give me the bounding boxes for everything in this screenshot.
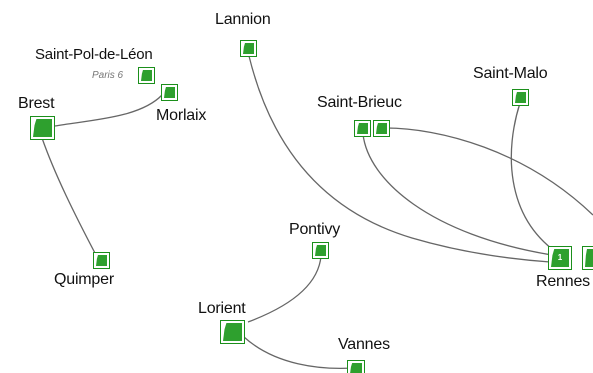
route-lorient-vannes — [243, 336, 355, 369]
place-label-rennes: Rennes — [536, 273, 590, 290]
place-marker-pontivy[interactable] — [312, 242, 329, 259]
marker-icon — [223, 323, 242, 341]
route-saint-malo-rennes — [510, 102, 557, 253]
place-label-vannes: Vannes — [338, 336, 390, 353]
marker-icon — [164, 87, 175, 98]
place-marker-rennes-1[interactable]: 1 — [548, 246, 572, 270]
place-label-morlaix: Morlaix — [156, 107, 207, 124]
marker-icon — [585, 249, 593, 267]
marker-icon — [243, 43, 254, 54]
place-marker-saint-brieuc-2[interactable] — [373, 120, 390, 137]
place-label-saint-brieuc: Saint-Brieuc — [317, 94, 402, 111]
place-label-quimper: Quimper — [54, 271, 114, 288]
place-label-lorient: Lorient — [198, 300, 246, 317]
place-marker-lannion[interactable] — [240, 40, 257, 57]
route-brest-quimper — [41, 137, 97, 256]
marker-icon — [141, 70, 152, 81]
place-label-brest: Brest — [18, 95, 55, 112]
route-lannion-rennes — [248, 55, 551, 263]
place-marker-vannes[interactable] — [347, 360, 365, 373]
route-saint-brieuc-rennes-a — [362, 133, 553, 256]
place-label-pontivy: Pontivy — [289, 221, 341, 238]
place-marker-morlaix[interactable] — [161, 84, 178, 101]
place-marker-lorient[interactable] — [220, 320, 245, 344]
place-marker-rennes-2[interactable] — [582, 246, 593, 270]
cluster-count-badge: 1 — [557, 253, 563, 262]
marker-icon — [551, 249, 569, 267]
place-marker-quimper[interactable] — [93, 252, 110, 269]
route-saint-brieuc-rennes-b — [384, 127, 593, 216]
place-note-saint-pol-de-leon: Paris 6 — [92, 70, 124, 81]
route-brest-morlaix — [54, 94, 163, 127]
marker-icon — [96, 255, 107, 266]
place-label-lannion: Lannion — [215, 11, 271, 28]
marker-icon — [515, 92, 526, 103]
marker-icon — [357, 123, 368, 134]
route-pontivy-lorient — [247, 255, 322, 323]
place-marker-saint-malo[interactable] — [512, 89, 529, 106]
place-label-saint-pol-de-leon: Saint-Pol-de-Léon — [35, 46, 153, 63]
marker-icon — [376, 123, 387, 134]
place-marker-brest[interactable] — [30, 116, 55, 140]
place-marker-saint-pol-de-leon[interactable] — [138, 67, 155, 84]
marker-icon — [33, 119, 52, 137]
marker-icon — [315, 245, 326, 256]
marker-icon — [350, 363, 362, 373]
place-marker-saint-brieuc-1[interactable] — [354, 120, 371, 137]
place-label-saint-malo: Saint-Malo — [473, 65, 548, 82]
